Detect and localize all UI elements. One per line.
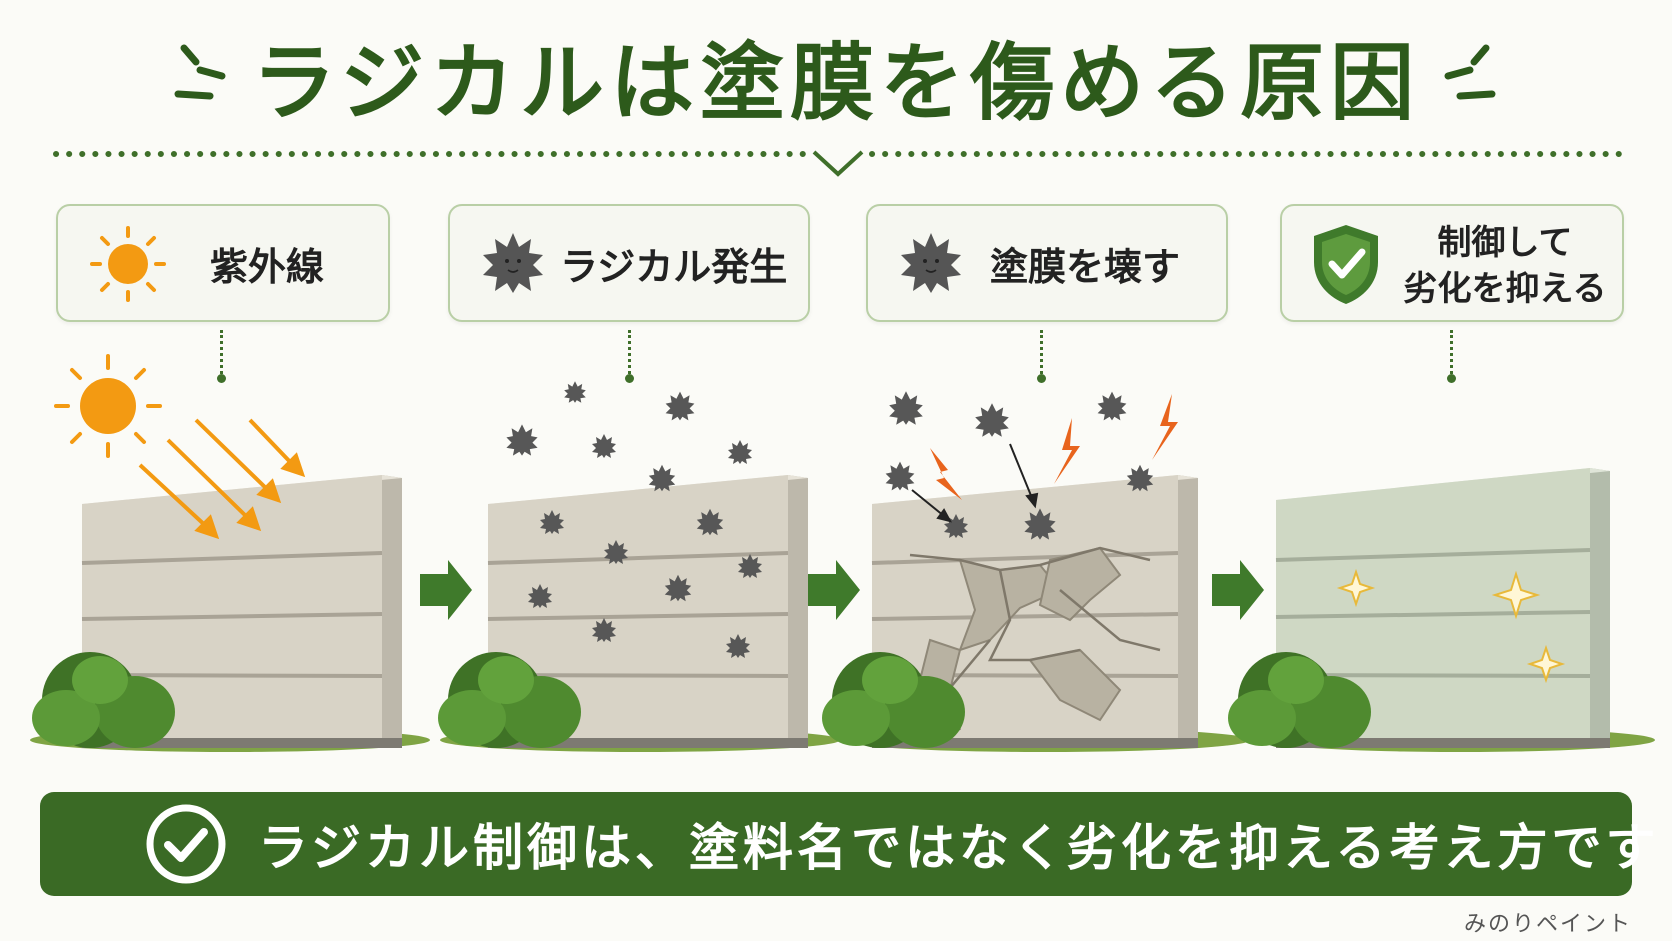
brand-label: みのりペイント: [1463, 912, 1632, 937]
sparkle-icon: [1336, 568, 1566, 684]
connector-control-dot: [1447, 374, 1456, 383]
title-accent-left-icon: [174, 44, 226, 100]
bush-3: [822, 652, 965, 748]
bush-1: [32, 652, 175, 748]
step-label-radical: ラジカル発生: [560, 244, 788, 289]
flow-arrow-3: [1212, 560, 1264, 620]
check-circle-icon: [146, 804, 226, 884]
wall-2: [487, 475, 808, 748]
step-label-control: 制御して 劣化を抑える: [1400, 220, 1610, 312]
summary-text: ラジカル制御は、塗料名ではなく劣化を抑える考え方です: [258, 819, 1660, 877]
connector-uv-dot: [217, 374, 226, 383]
radical-icon: [901, 233, 961, 293]
flow-arrow-1: [420, 560, 472, 620]
wall-4: [1275, 468, 1610, 748]
uv-ray-arrows: [138, 418, 306, 540]
illustration-scene: [30, 354, 1655, 752]
section-divider: [53, 150, 1623, 177]
step-card-radical: ラジカル発生: [448, 204, 810, 322]
flow-arrow-2: [808, 560, 860, 620]
step-card-damage: 塗膜を壊す: [866, 204, 1228, 322]
lightning-bolt-icon: [930, 394, 1178, 500]
shield-check-icon: [1314, 225, 1378, 304]
sun-icon: [90, 226, 166, 302]
bush-2: [438, 652, 581, 748]
step-label-control-line1: 制御して: [1437, 223, 1573, 263]
connector-damage: [1040, 330, 1043, 374]
connector-uv: [220, 330, 223, 374]
wall-3: [871, 475, 1198, 748]
connector-damage-dot: [1037, 374, 1046, 383]
step-label-damage: 塗膜を壊す: [990, 244, 1181, 289]
wall-1: [81, 475, 402, 748]
bush-4: [1228, 652, 1371, 748]
connector-radical-dot: [625, 374, 634, 383]
step-label-control-line2: 劣化を抑える: [1403, 269, 1607, 309]
sun-icon: [54, 354, 162, 458]
step-label-uv: 紫外線: [210, 244, 325, 289]
attack-arrows: [911, 443, 1039, 523]
step-card-uv: 紫外線: [56, 204, 390, 322]
step-card-control: 制御して 劣化を抑える: [1280, 204, 1624, 322]
summary-banner: ラジカル制御は、塗料名ではなく劣化を抑える考え方です: [40, 792, 1656, 896]
title-accent-right-icon: [1444, 44, 1496, 100]
connector-radical: [628, 330, 631, 374]
radical-icon: [483, 233, 543, 293]
connector-control: [1450, 330, 1453, 374]
page-title: ラジカルは塗膜を傷める原因: [251, 34, 1421, 132]
